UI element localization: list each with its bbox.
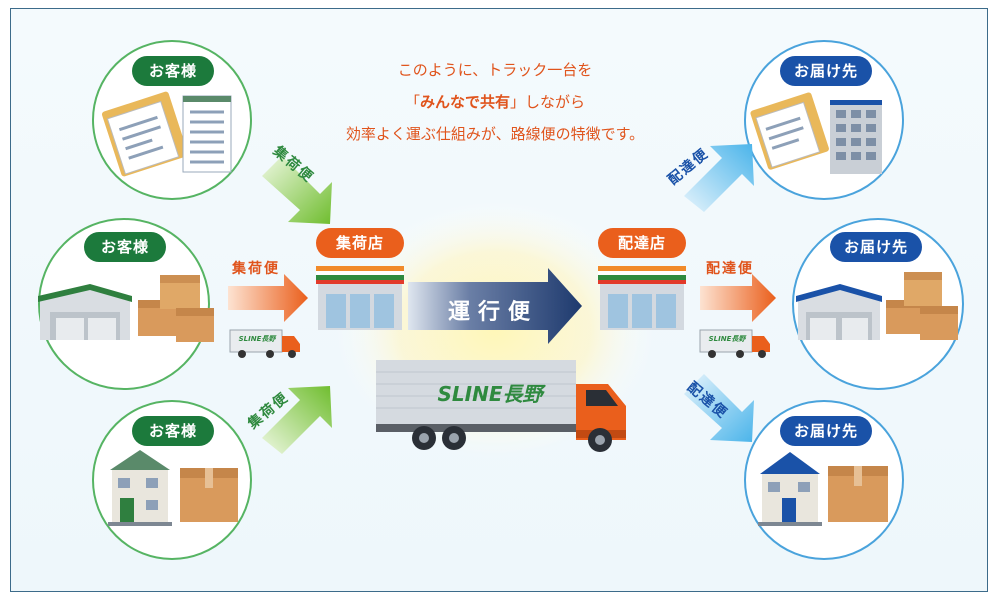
collect-label-middle: 集荷便: [232, 261, 280, 277]
collect-store-label: 集荷店: [316, 228, 404, 258]
destination-label-top: お届け先: [780, 56, 872, 86]
message-emphasis: みんなで共有: [419, 93, 510, 111]
customer-label-top: お客様: [132, 56, 214, 86]
small-truck-left-icon: [229, 329, 300, 358]
document-envelope-icon: [101, 91, 189, 177]
deliver-arrow-bottom: [684, 374, 754, 442]
destination-label-bottom: お届け先: [780, 416, 872, 446]
collect-arrow-top: [262, 156, 332, 224]
customer-label-middle: お客様: [84, 232, 166, 262]
small-truck-right-icon: [699, 329, 770, 358]
large-truck-icon: [376, 360, 626, 452]
trunk-arrow: [408, 268, 582, 344]
warehouse-icon: [38, 284, 132, 340]
cardboard-boxes-icon: [886, 272, 958, 340]
trunk-label: 運行便: [447, 300, 538, 325]
deliver-label-middle: 配達便: [706, 261, 754, 277]
house-icon: [758, 452, 822, 526]
office-building-icon: [830, 100, 882, 174]
message-line-1: このように、トラック一台を: [397, 61, 593, 79]
deliver-arrow-top: [684, 144, 754, 212]
house-icon: [108, 450, 172, 526]
deliver-store-building-icon: [598, 266, 686, 330]
small-truck-right-logo: SLINE長野: [708, 335, 746, 343]
message-line-3: 効率よく運ぶ仕組みが、路線便の特徴です。: [345, 125, 645, 143]
form-document-icon: [182, 95, 232, 173]
collect-store-building-icon: [316, 266, 404, 330]
warehouse-icon: [796, 284, 882, 340]
destination-label-middle: お届け先: [830, 232, 922, 262]
collect-arrow-middle: [228, 274, 308, 322]
cardboard-box-icon: [828, 466, 888, 522]
deliver-arrow-middle: [700, 274, 776, 322]
large-truck-logo: SLINE長野: [437, 382, 543, 406]
customer-label-bottom: お客様: [132, 416, 214, 446]
cardboard-boxes-icon: [138, 275, 214, 342]
collect-arrow-bottom: [262, 386, 332, 454]
message-line-2: 「みんなで共有」しながら: [404, 93, 586, 111]
document-envelope-icon: [750, 92, 829, 170]
central-message: このように、トラック一台を 「みんなで共有」しながら 効率よく運ぶ仕組みが、路線…: [300, 54, 690, 150]
deliver-store-label: 配達店: [598, 228, 686, 258]
cardboard-box-icon: [180, 468, 238, 522]
small-truck-left-logo: SLINE長野: [238, 335, 276, 343]
